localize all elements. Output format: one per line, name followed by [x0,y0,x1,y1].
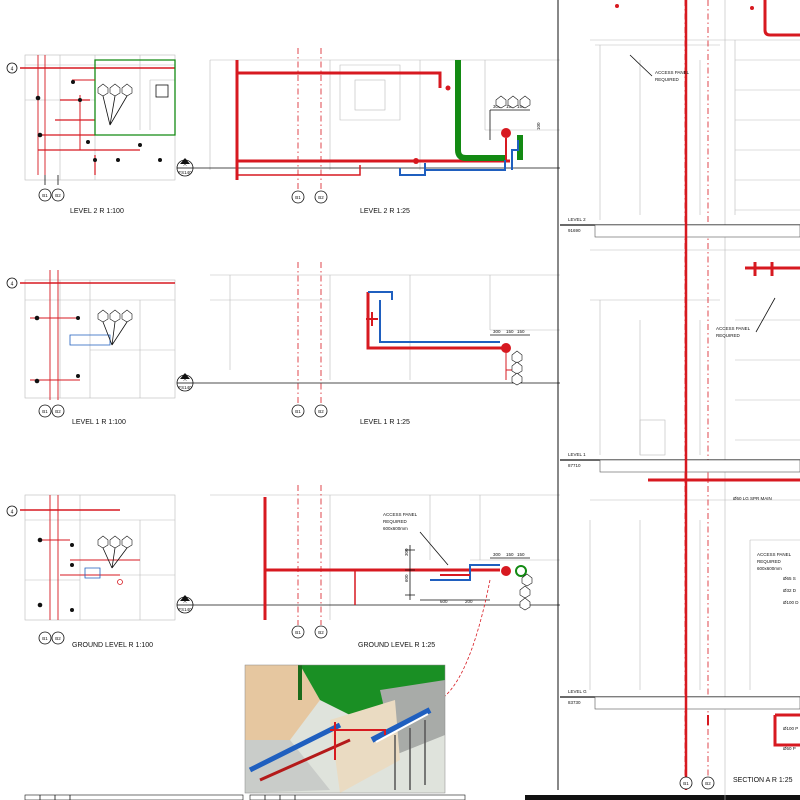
level-label-2: LEVEL 2 [568,217,586,222]
svg-text:150: 150 [506,329,514,334]
svg-text:B1: B1 [295,630,301,635]
svg-text:91690: 91690 [568,228,581,233]
grid-label-b2: B2 [55,193,61,198]
note-lg-main: Ø50 LG SPR MAIN [733,496,772,501]
view-title-section-a: SECTION A R 1:25 [733,777,793,784]
section-marker-a: A FS140 [176,158,194,177]
svg-text:4: 4 [11,510,14,516]
svg-text:Ø50 P: Ø50 P [783,746,796,751]
svg-text:150: 150 [506,552,514,557]
svg-text:4: 4 [11,282,14,288]
plan-level1-large: 300 150 150 A FS140 B1 B2 LEVEL 1 R 1:25 [176,262,560,426]
svg-text:B2: B2 [705,781,711,786]
svg-text:87710: 87710 [568,463,581,468]
svg-text:600x600mm: 600x600mm [757,566,782,571]
view-title-ground-large: GROUND LEVEL R 1:25 [358,642,435,649]
note-access-panel-l2: ACCESS PANEL [655,70,690,75]
view-title-ground-small: GROUND LEVEL R 1:100 [72,642,153,649]
svg-text:FS140: FS140 [178,385,192,390]
pipe-tag-group [97,83,133,126]
svg-text:150: 150 [517,329,525,334]
svg-text:B2: B2 [55,636,61,641]
note-access-panel-ground: ACCESS PANEL [383,512,418,517]
svg-text:Ø65 S: Ø65 S [783,576,796,581]
svg-text:B1: B1 [683,781,689,786]
svg-text:Ø100 D: Ø100 D [783,600,799,605]
svg-text:REQUIRED: REQUIRED [716,333,741,338]
3d-model-view [244,664,446,794]
view-title-level1-small: LEVEL 1 R 1:100 [72,419,126,426]
svg-text:200: 200 [465,599,473,604]
view-title-level2-small: LEVEL 2 R 1:100 [70,208,124,215]
svg-text:REQUIRED: REQUIRED [655,77,680,82]
plan-level2-small: 4 B1 B2 LEVEL 2 R 1:100 [6,54,176,215]
level-label-1: LEVEL 1 [568,452,586,457]
svg-text:B2: B2 [55,409,61,414]
view-title-level1-large: LEVEL 1 R 1:25 [360,419,410,426]
svg-text:B1: B1 [295,195,301,200]
view-title-level2-large: LEVEL 2 R 1:25 [360,208,410,215]
svg-text:B2: B2 [318,630,324,635]
svg-text:B1: B1 [295,409,301,414]
svg-text:Ø32 D: Ø32 D [783,588,797,593]
dim-100: 100 [536,122,541,130]
svg-text:FS140: FS140 [178,170,192,175]
svg-text:150: 150 [517,552,525,557]
note-access-panel-g: ACCESS PANEL [757,552,792,557]
svg-text:83730: 83730 [568,700,581,705]
svg-text:600: 600 [404,574,409,582]
plan-ground-small: 4 B1 B2 GROUND LEVEL R 1:100 [6,494,176,649]
svg-text:300: 300 [404,548,409,556]
svg-text:Ø100 P: Ø100 P [783,726,798,731]
svg-text:300: 300 [493,329,501,334]
plan-level1-small: 4 B1 B2 LEVEL 1 R 1:100 [6,270,176,426]
svg-text:B2: B2 [318,409,324,414]
svg-text:300: 300 [493,552,501,557]
level-label-g: LEVEL G [568,689,587,694]
svg-text:A: A [183,599,186,604]
svg-text:A: A [183,377,186,382]
svg-text:600x600mm: 600x600mm [383,526,408,531]
section-a: LEVEL 2 91690 LEVEL 1 87710 LEVEL G 8373… [557,0,800,800]
grid-label-b1: B1 [42,193,48,198]
plan-ground-large: 300 600 600 200 300 150 150 ACCESS PANEL… [176,485,560,721]
svg-text:REQUIRED: REQUIRED [757,559,782,564]
dim-150b: 150 [517,104,525,109]
svg-text:B1: B1 [42,409,48,414]
note-access-panel-l1: ACCESS PANEL [716,326,751,331]
title-block-strip [24,794,800,800]
dim-300: 300 [493,104,501,109]
svg-text:600: 600 [440,599,448,604]
grid-label-4: 4 [11,67,14,73]
plan-level2-large: 300 150 150 100 A FS140 B1 B2 LEVEL 2 R … [176,48,560,215]
svg-text:REQUIRED: REQUIRED [383,519,408,524]
svg-text:B1: B1 [42,636,48,641]
svg-text:B2: B2 [318,195,324,200]
svg-text:A: A [183,162,186,167]
svg-text:FS140: FS140 [178,607,192,612]
